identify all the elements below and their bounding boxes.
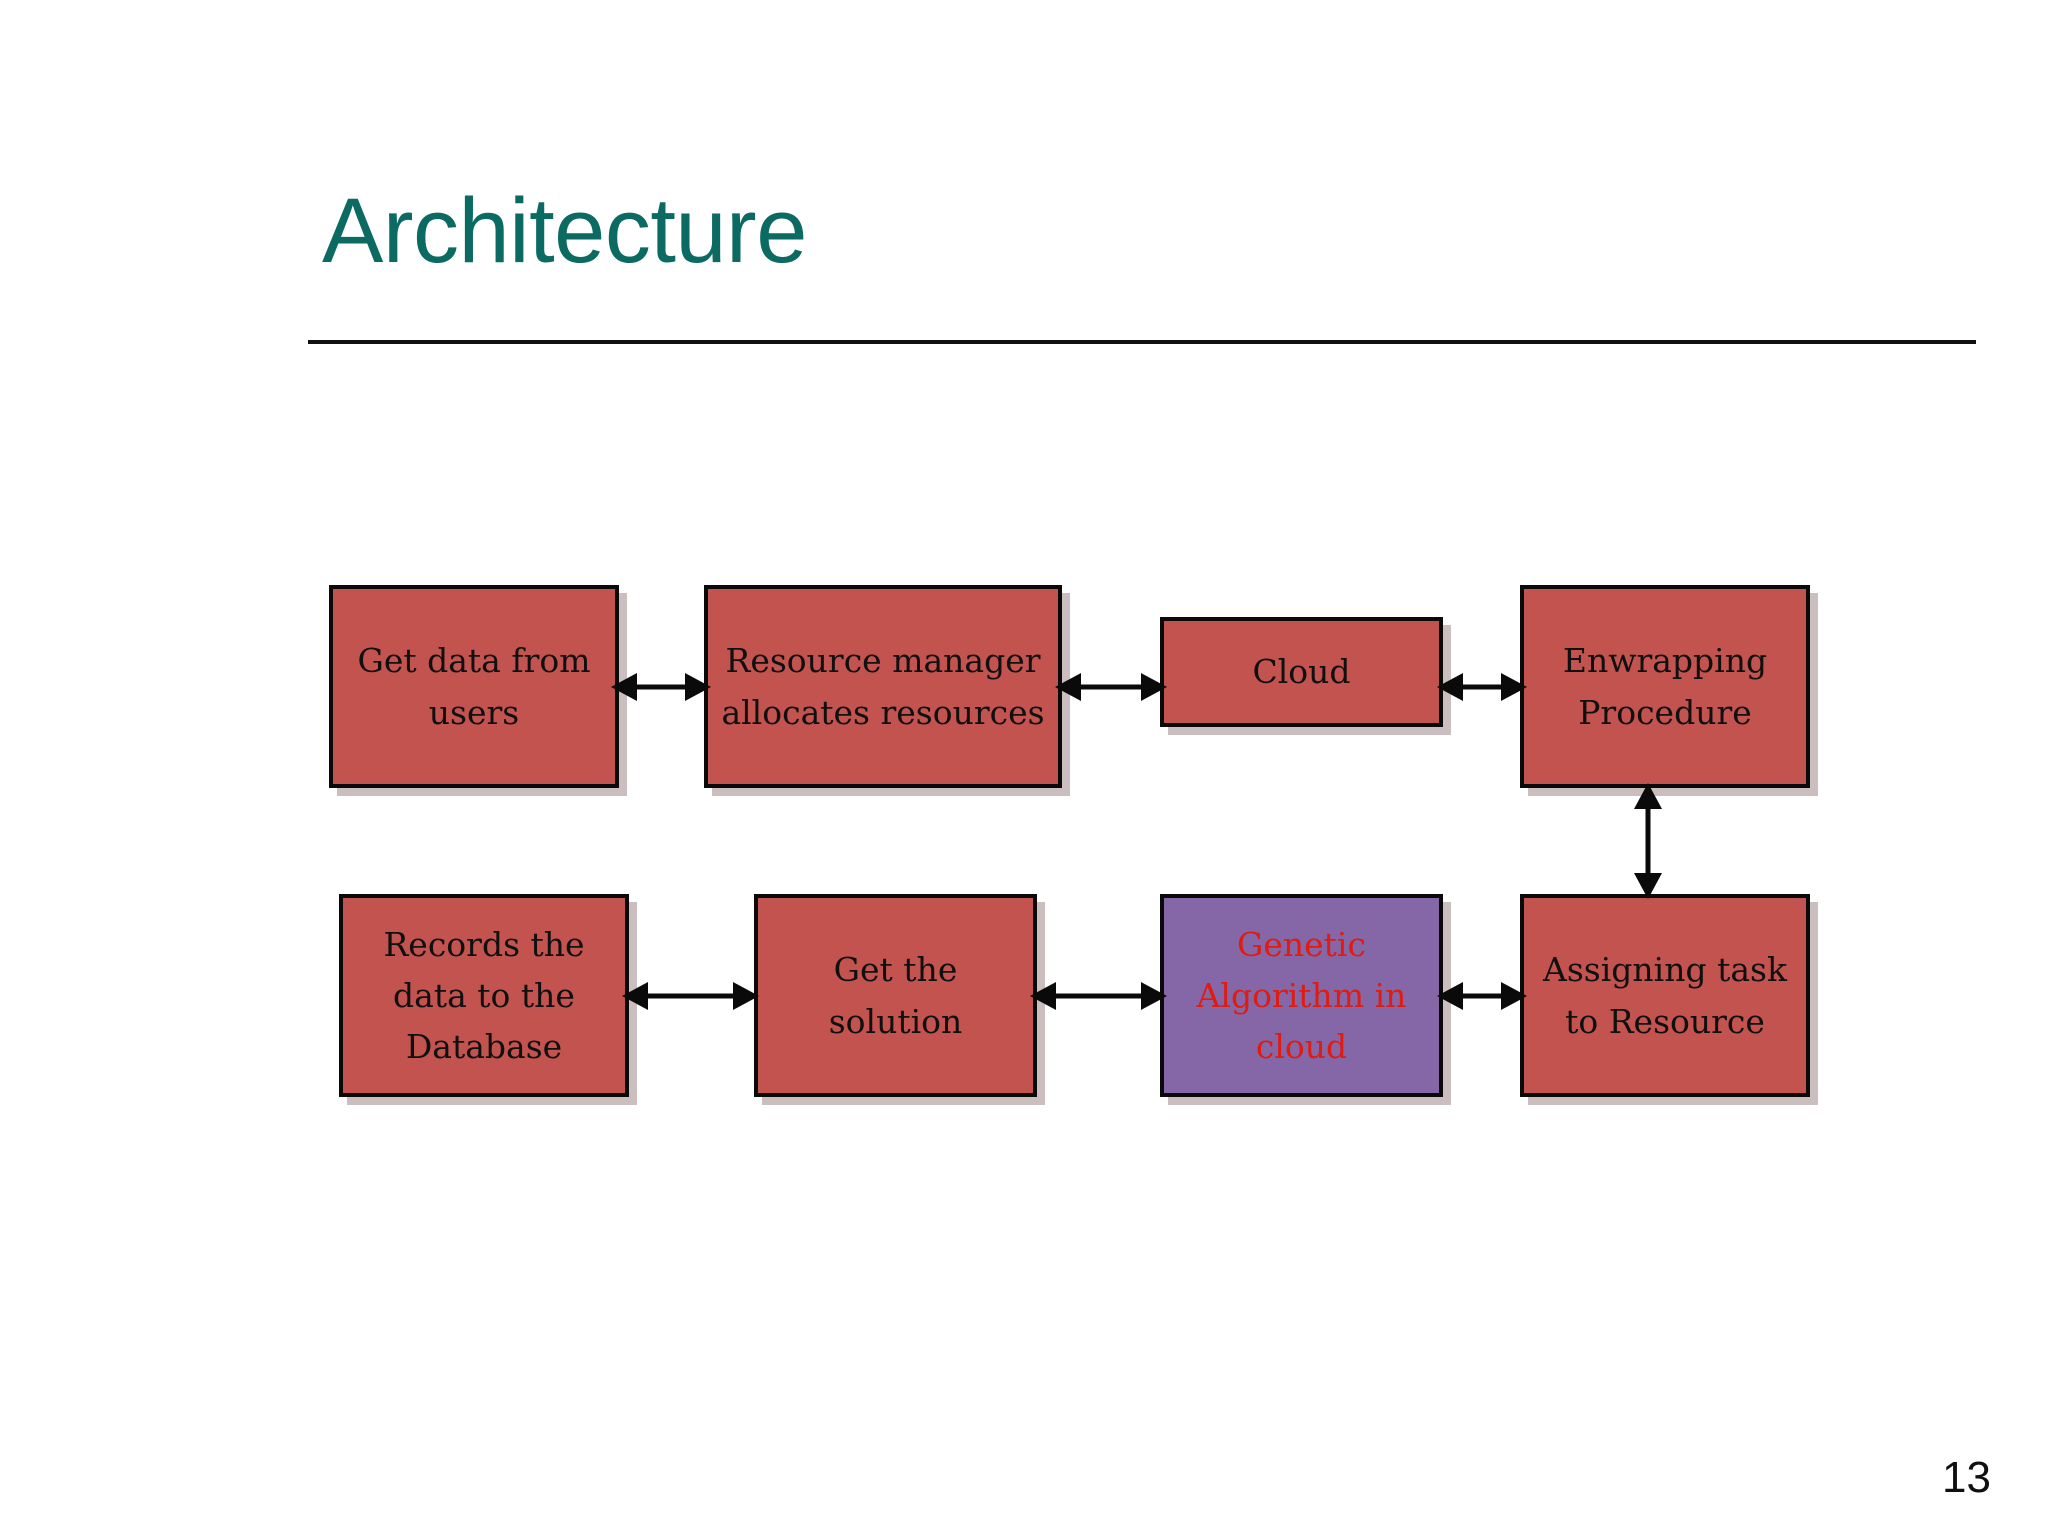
flowchart-node-label: Assigning task to Resource (1543, 950, 1787, 1041)
connector-get-the-solution-to-genetic-algorithm (1030, 978, 1167, 1014)
flowchart-node-label: Get the solution (828, 950, 963, 1041)
connector-genetic-algorithm-to-assigning-task (1437, 978, 1527, 1014)
flowchart-node-label: Resource manager allocates resources (721, 641, 1045, 732)
flowchart-node-label: Cloud (1252, 652, 1351, 692)
flowchart-node-label: Records the data to the Database (383, 924, 585, 1067)
flowchart-node-enwrapping-procedure[interactable]: Enwrapping Procedure (1520, 585, 1810, 788)
flowchart-node-label: Enwrapping Procedure (1562, 641, 1768, 732)
flowchart-node-resource-manager-allocates-resources[interactable]: Resource manager allocates resources (704, 585, 1062, 788)
flowchart-node-get-the-solution[interactable]: Get the solution (754, 894, 1037, 1097)
connector-enwrapping-procedure-to-assigning-task (1630, 783, 1666, 899)
title-divider (308, 340, 1976, 344)
flowchart-node-genetic-algorithm-in-cloud[interactable]: Genetic Algorithm in cloud (1160, 894, 1443, 1097)
flowchart-node-records-the-data-to-the-database[interactable]: Records the data to the Database (339, 894, 629, 1097)
flowchart-node-assigning-task-to-resource[interactable]: Assigning task to Resource (1520, 894, 1810, 1097)
connector-cloud-to-enwrapping-procedure (1437, 669, 1527, 705)
connector-get-data-from-users-to-resource-manager (611, 669, 711, 705)
flowchart-node-label: Get data from users (357, 641, 591, 732)
page-number: 13 (1942, 1453, 1991, 1502)
flowchart-node-label: Genetic Algorithm in cloud (1196, 924, 1407, 1067)
connector-records-the-data-to-get-the-solution (622, 978, 759, 1014)
connector-resource-manager-to-cloud (1055, 669, 1167, 705)
flowchart-node-get-data-from-users[interactable]: Get data from users (329, 585, 619, 788)
flowchart-node-cloud[interactable]: Cloud (1160, 617, 1443, 727)
page-title: Architecture (322, 180, 807, 282)
